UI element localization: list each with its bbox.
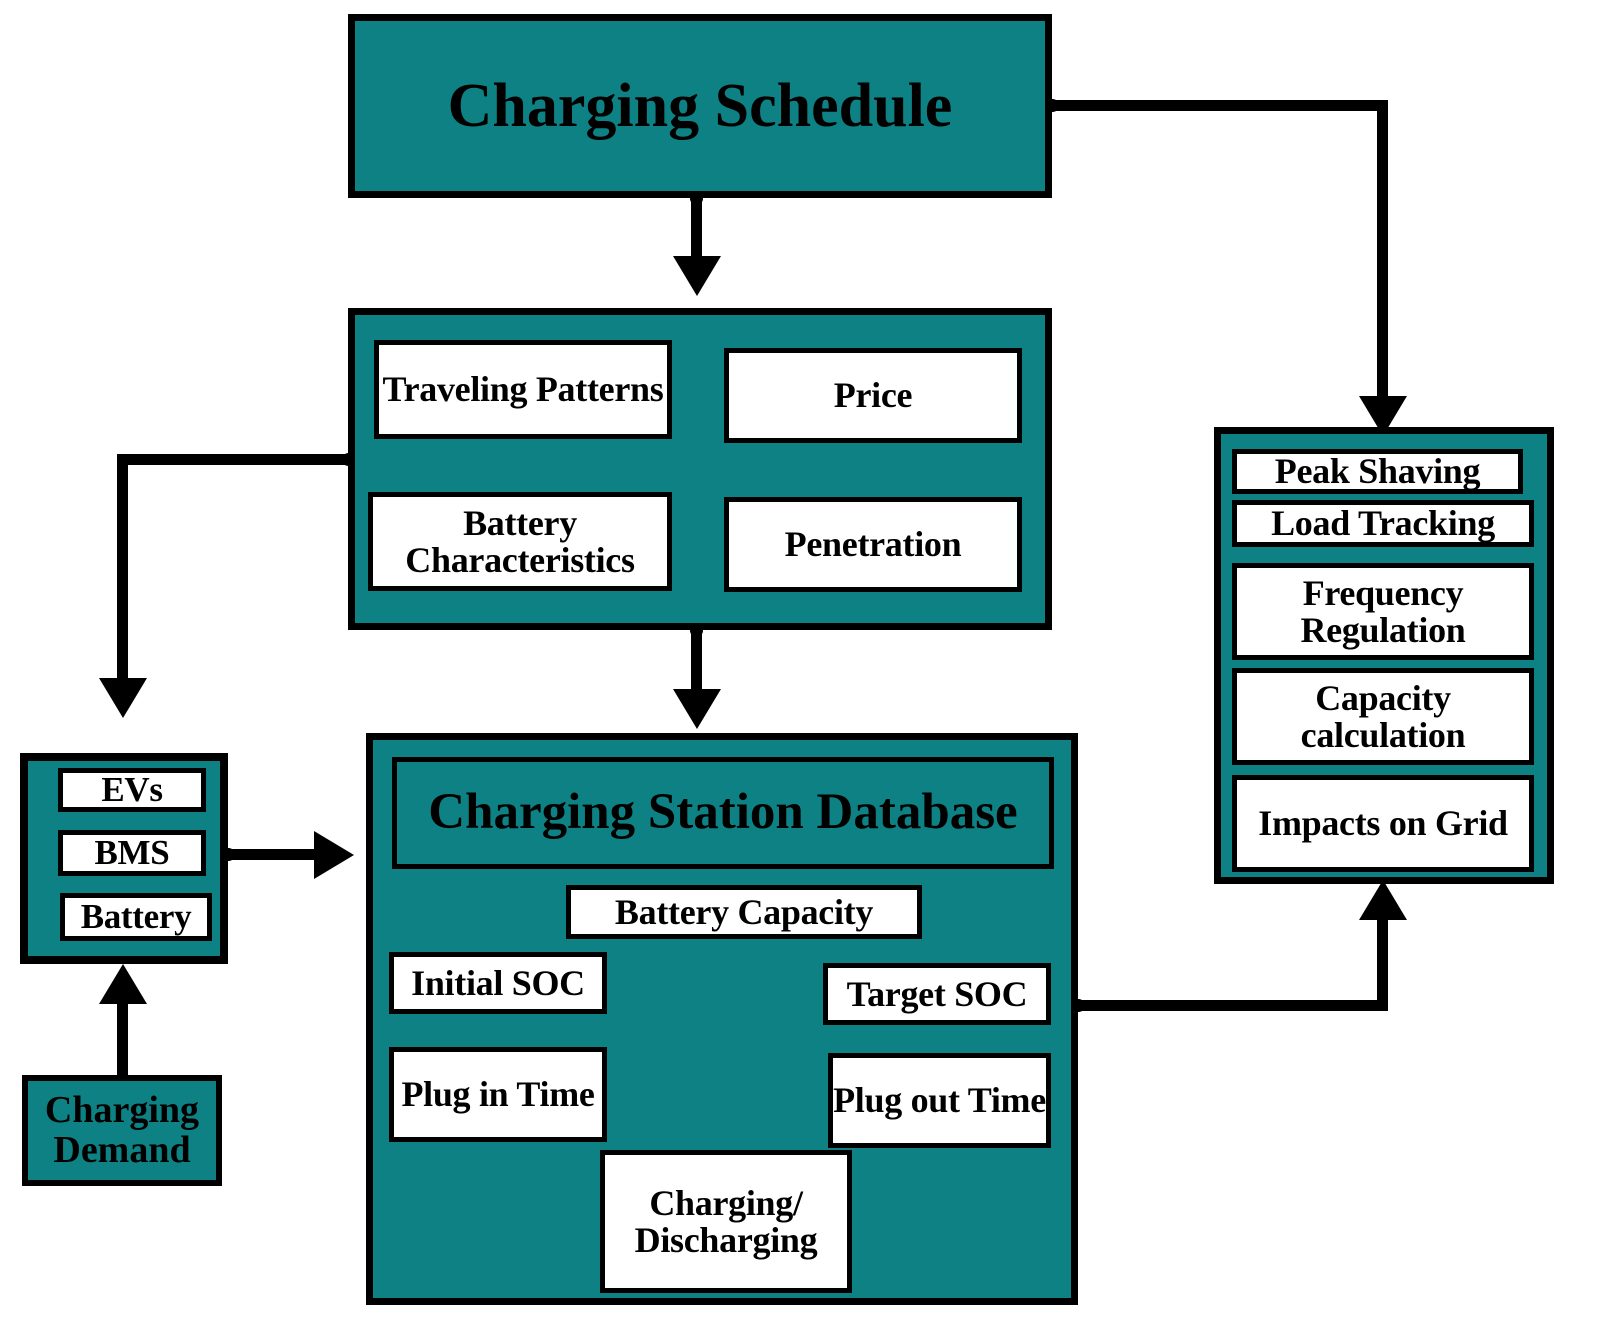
target-soc-to-grid-hline [1076, 1000, 1388, 1011]
schedule-to-inputs-arrowhead [673, 256, 721, 296]
grid-box-impacts-on-grid[interactable]: Impacts on Grid [1232, 775, 1534, 872]
station-box-charging-discharging[interactable]: Charging/ Discharging [600, 1150, 852, 1293]
ev-to-station-arrowhead [314, 831, 354, 879]
frequency-regulation-label: Frequency Regulation [1300, 572, 1466, 650]
input-box-battery-characteristics[interactable]: Battery Characteristics [368, 492, 672, 591]
inputs-to-ev-vline [117, 454, 128, 686]
station-box-initial-soc[interactable]: Initial SOC [389, 952, 607, 1014]
charging-demand-box[interactable]: Charging Demand [22, 1075, 222, 1186]
inputs-to-ev-hline [117, 454, 347, 465]
inputs-to-station-line [691, 628, 702, 696]
schedule-to-inputs-line [691, 197, 702, 264]
peak-shaving-label: Peak Shaving [1274, 451, 1481, 492]
capacity-calculation-label: Capacity calculation [1300, 677, 1466, 755]
battery-capacity-label: Battery Capacity [614, 891, 874, 932]
demand-to-ev-line [117, 1000, 128, 1076]
input-box-penetration[interactable]: Penetration [724, 497, 1022, 592]
evs-label: EVs [101, 770, 163, 810]
station-box-target-soc[interactable]: Target SOC [823, 963, 1051, 1025]
schedule-to-grid-hline [1050, 100, 1388, 111]
schedule-to-grid-vline [1377, 100, 1388, 405]
demand-to-ev-arrowhead [99, 964, 147, 1004]
inputs-to-station-arrowhead [673, 689, 721, 729]
charging-schedule-label: Charging Schedule [447, 71, 953, 140]
penetration-label: Penetration [784, 524, 962, 565]
ev-box-battery[interactable]: Battery [60, 893, 212, 941]
load-tracking-label: Load Tracking [1271, 503, 1495, 544]
charging-demand-label: Charging Demand [44, 1088, 200, 1171]
plug-out-time-label: Plug out Time [833, 1080, 1046, 1121]
grid-box-peak-shaving[interactable]: Peak Shaving [1232, 449, 1523, 494]
price-label: Price [833, 375, 913, 416]
traveling-patterns-label: Traveling Patterns [382, 369, 664, 410]
ev-box-bms[interactable]: BMS [58, 830, 206, 876]
battery-label: Battery [80, 897, 192, 937]
plug-in-time-label: Plug in Time [401, 1074, 595, 1115]
inputs-to-ev-arrowhead [99, 678, 147, 718]
charging-discharging-label: Charging/ Discharging [634, 1182, 818, 1260]
grid-box-frequency-regulation[interactable]: Frequency Regulation [1232, 563, 1534, 660]
station-box-plug-out-time[interactable]: Plug out Time [828, 1053, 1051, 1148]
target-soc-to-grid-vline [1377, 920, 1388, 1005]
station-box-battery-capacity[interactable]: Battery Capacity [566, 885, 922, 939]
grid-box-load-tracking[interactable]: Load Tracking [1232, 500, 1534, 547]
ev-to-station-line [226, 849, 320, 860]
initial-soc-label: Initial SOC [411, 962, 585, 1003]
grid-box-capacity-calculation[interactable]: Capacity calculation [1232, 668, 1534, 765]
impacts-on-grid-label: Impacts on Grid [1258, 803, 1508, 844]
battery-characteristics-label: Battery Characteristics [405, 502, 635, 580]
input-box-price[interactable]: Price [724, 348, 1022, 443]
bms-label: BMS [94, 833, 170, 873]
ev-box-evs[interactable]: EVs [58, 768, 206, 812]
charging-schedule-box[interactable]: Charging Schedule [348, 14, 1052, 198]
station-box-plug-in-time[interactable]: Plug in Time [389, 1047, 607, 1142]
charging-station-title: Charging Station Database [428, 784, 1018, 841]
charging-station-title-box: Charging Station Database [392, 757, 1054, 869]
target-soc-label: Target SOC [846, 973, 1028, 1014]
input-box-traveling-patterns[interactable]: Traveling Patterns [374, 340, 672, 439]
target-soc-to-grid-arrowhead [1359, 880, 1407, 920]
